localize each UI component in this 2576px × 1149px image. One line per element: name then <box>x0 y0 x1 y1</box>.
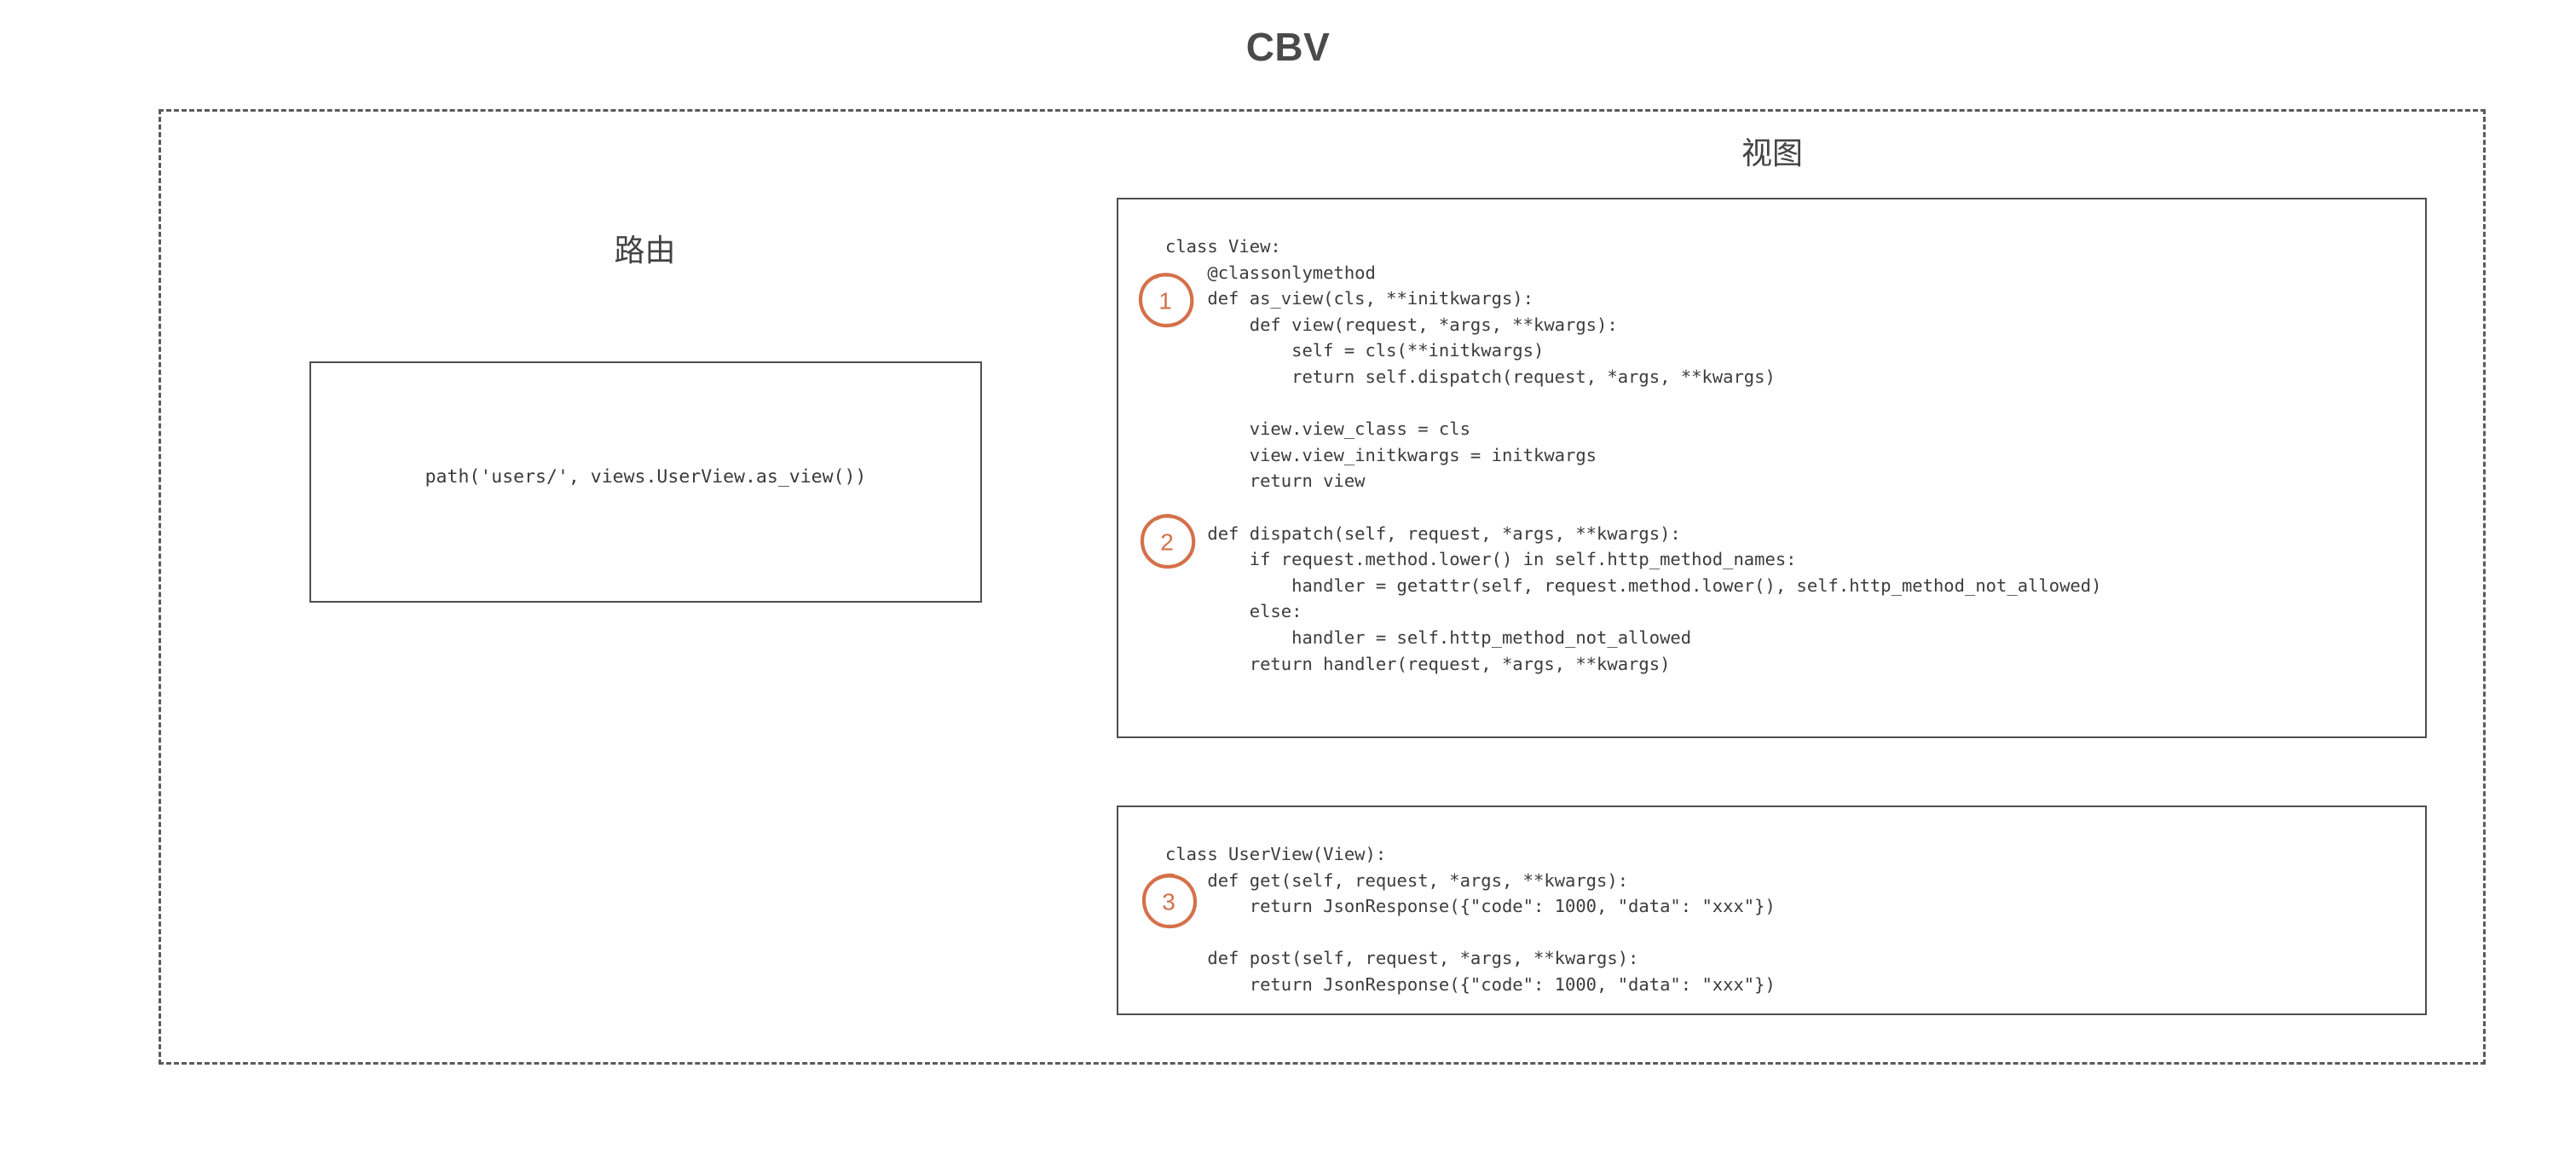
section-heading-route: 路由 <box>614 233 676 268</box>
user-view-subclass-box <box>1117 805 2427 1015</box>
route-code-text: path('users/', views.UserView.as_view()) <box>425 466 867 488</box>
marker-number: 1 <box>1158 288 1172 315</box>
page-title: CBV <box>1245 25 1331 69</box>
circle-outline-icon <box>1138 273 1194 328</box>
view-base-class-box <box>1117 198 2427 738</box>
annotation-marker-3: 3 <box>1141 872 1198 930</box>
diagram-outer-frame <box>159 109 2486 1065</box>
route-code-box <box>309 361 982 603</box>
circle-outline-icon <box>1140 514 1196 569</box>
view-base-class-code: class View: @classonlymethod def as_view… <box>1165 236 2102 674</box>
annotation-marker-2: 2 <box>1139 512 1197 570</box>
annotation-marker-1: 1 <box>1137 271 1195 329</box>
marker-number: 2 <box>1160 529 1174 556</box>
user-view-subclass-code: class UserView(View): def get(self, requ… <box>1165 844 1776 995</box>
circle-outline-icon <box>1141 873 1198 929</box>
marker-number: 3 <box>1162 889 1175 915</box>
section-heading-view: 视图 <box>1741 136 1803 170</box>
